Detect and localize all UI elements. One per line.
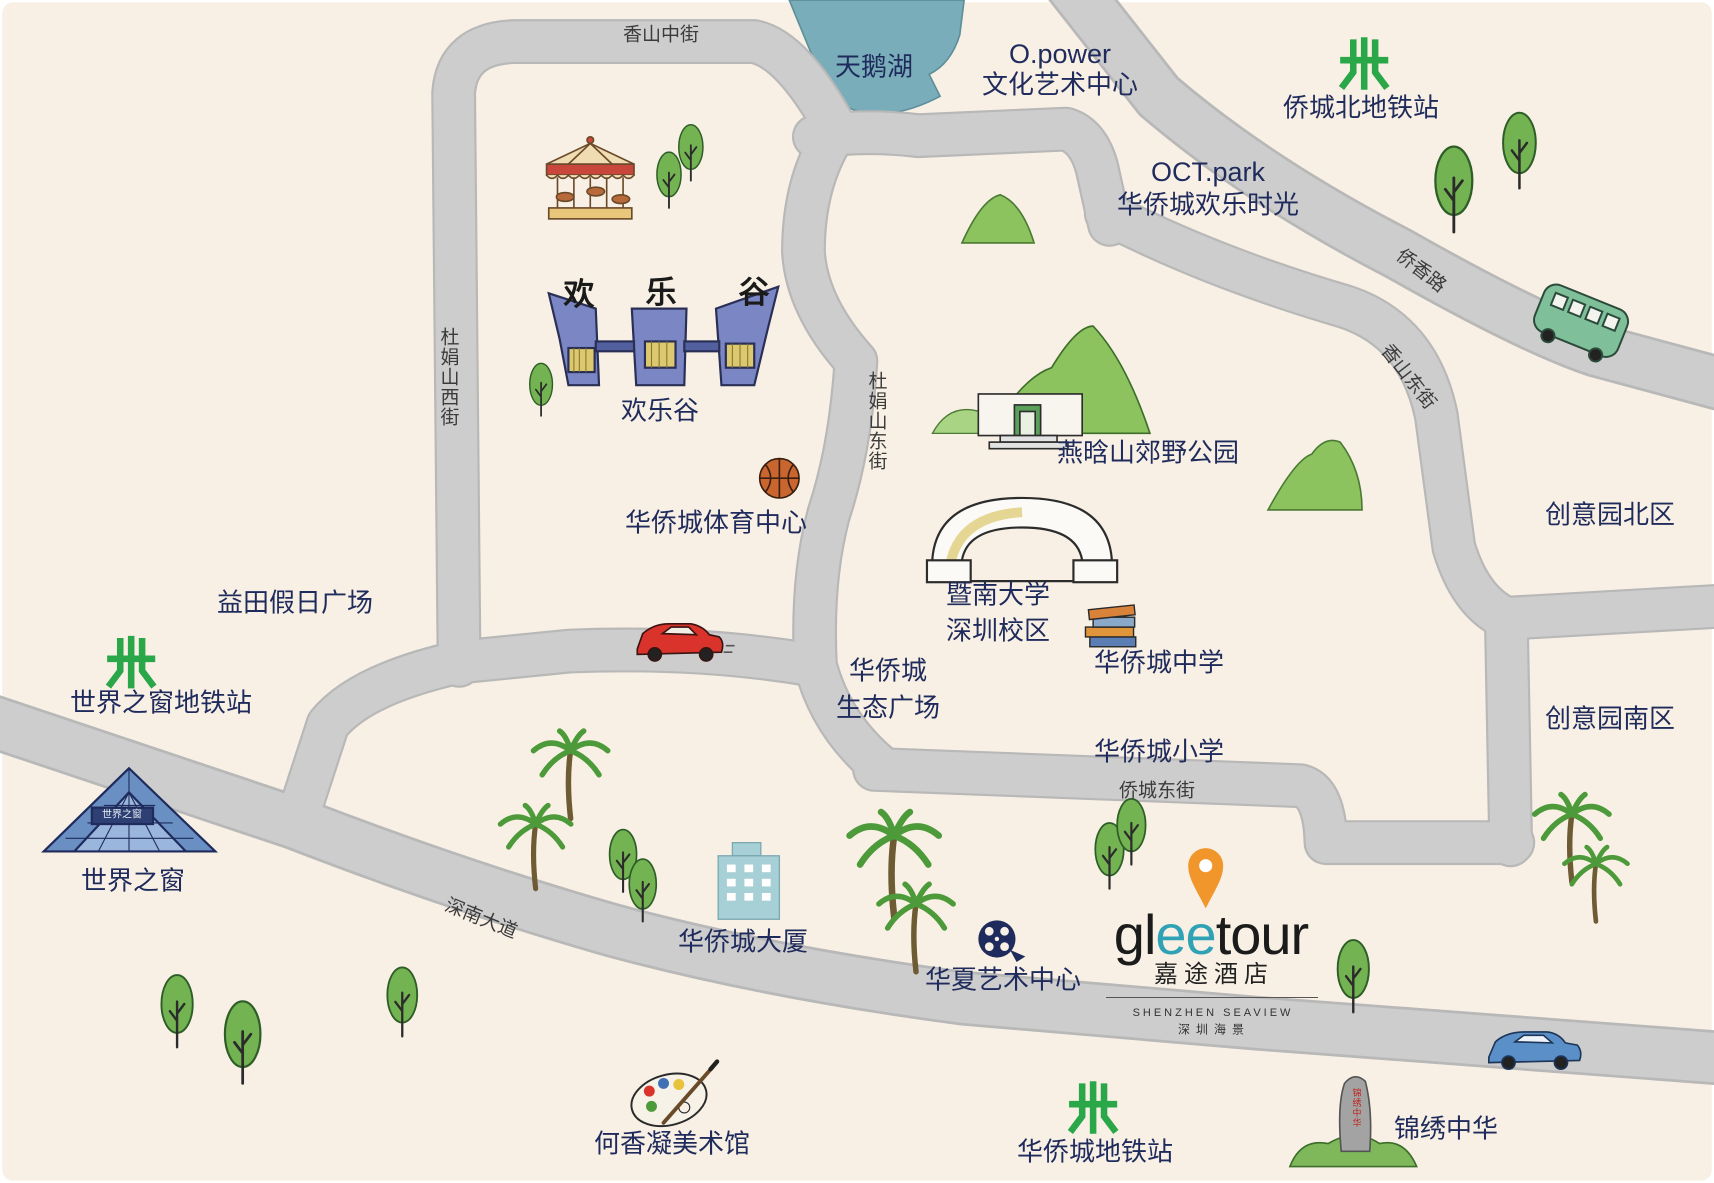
stone-monument-icon <box>1288 1076 1418 1168</box>
eco-plaza-label-line1: 华侨城 <box>848 656 928 687</box>
hotel-subtitle-cn: 深圳海景 <box>1177 1022 1251 1037</box>
happy-valley-label: 欢乐谷 <box>620 396 700 427</box>
hotel-name: 嘉途酒店 <box>1154 959 1274 988</box>
oct-middle-school-label: 华侨城中学 <box>1093 648 1225 679</box>
he-xiangning-museum-label: 何香凝美术馆 <box>593 1129 751 1160</box>
basketball-icon <box>758 457 800 499</box>
gate-letter: 欢 <box>563 276 595 313</box>
opower-label-cn: 文化艺术中心 <box>981 70 1139 101</box>
hotel-divider <box>1106 997 1318 998</box>
gate-letter: 谷 <box>738 274 770 311</box>
happy-valley-gate-icon <box>547 285 780 387</box>
road-label-dujuanshan-dongjie: 杜娟山东街 <box>865 371 888 471</box>
blue-car-icon <box>1487 1031 1582 1071</box>
books-icon <box>1084 604 1137 648</box>
gate-letter: 乐 <box>645 274 677 311</box>
yanhanshan-park-label: 燕晗山郊野公园 <box>1056 438 1240 469</box>
red-car-icon <box>636 622 735 662</box>
splendid-china-label: 锦绣中华 <box>1393 1114 1499 1145</box>
creative-park-south-label: 创意园南区 <box>1544 704 1676 735</box>
location-pin-icon <box>1188 848 1224 909</box>
brand-prefix: gl <box>1113 903 1157 967</box>
office-tower-icon <box>717 841 781 920</box>
road-label-dujuanshan-xijie: 杜娟山西街 <box>437 327 460 427</box>
sports-center-label: 华侨城体育中心 <box>624 508 808 539</box>
road-label-qiaocheng-dongjie: 侨城东街 <box>1118 779 1196 802</box>
film-reel-icon <box>978 920 1026 962</box>
jinan-university-label-line2: 深圳校区 <box>945 616 1051 647</box>
oct-primary-school-label: 华侨城小学 <box>1093 737 1225 768</box>
pyramid-icon <box>41 766 219 853</box>
stone-inscription: 锦绣中华 <box>1350 1088 1361 1128</box>
metro-station-qiaocheng-north: 侨城北地铁站 <box>1282 93 1440 124</box>
brand-suffix: tour <box>1215 903 1309 967</box>
yitian-holiday-plaza-label: 益田假日广场 <box>216 588 374 619</box>
metro-station-oct: 华侨城地铁站 <box>1016 1137 1174 1168</box>
pyramid-sign-text: 世界之窗 <box>102 809 142 821</box>
opower-label-en: O.power <box>1008 39 1112 70</box>
hotel-brand-logo: gleetour <box>1113 903 1309 967</box>
lake-label: 天鹅湖 <box>834 52 914 83</box>
huaxia-arts-center-label: 华夏艺术中心 <box>924 965 1082 996</box>
window-of-world-label: 世界之窗 <box>80 866 186 897</box>
paint-palette-icon <box>630 1059 720 1128</box>
oct-tower-label: 华侨城大厦 <box>677 927 809 958</box>
oct-park-label-cn: 华侨城欢乐时光 <box>1116 190 1300 221</box>
eco-plaza-label-line2: 生态广场 <box>835 693 941 724</box>
mountain-icon <box>960 193 1036 244</box>
hotel-subtitle-en: SHENZHEN SEAVIEW <box>1132 1006 1294 1019</box>
road-label-xiangshan-zhongjie: 香山中街 <box>622 23 700 46</box>
creative-park-north-label: 创意园北区 <box>1544 500 1676 531</box>
oct-park-label-en: OCT.park <box>1150 157 1266 188</box>
university-arch-icon <box>925 496 1119 584</box>
jinan-university-label-line1: 暨南大学 <box>945 580 1051 611</box>
park-building-icon <box>977 393 1084 450</box>
metro-station-window-of-world: 世界之窗地铁站 <box>69 688 253 719</box>
mountain-icon <box>1266 439 1363 511</box>
bus-icon <box>1533 283 1630 363</box>
carousel-icon <box>545 135 635 220</box>
brand-highlight: ee <box>1155 903 1216 967</box>
